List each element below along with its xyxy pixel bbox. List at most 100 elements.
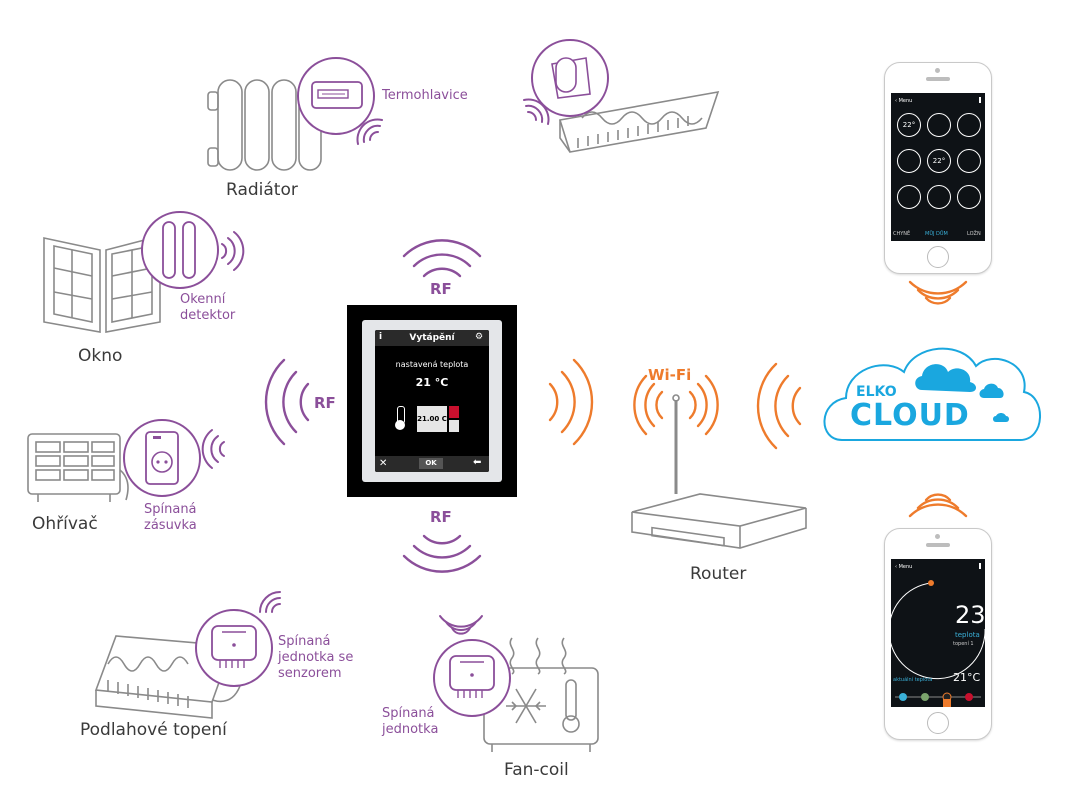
phone-dial-graphic <box>891 580 985 707</box>
elko-cloud-icon <box>823 347 1041 441</box>
router-label: Router <box>690 564 747 584</box>
mode-icon <box>921 693 929 701</box>
phone-tile[interactable]: 22° <box>927 149 951 173</box>
radiator-label: Radiátor <box>226 180 298 200</box>
rf-signal-icon <box>439 615 483 635</box>
rf-signal-icon <box>201 429 225 469</box>
phone-zone-label: topení 1 <box>953 641 974 647</box>
phone-top-tab-center[interactable]: MŮJ DŮM <box>925 231 948 237</box>
phone-tile[interactable] <box>957 185 981 209</box>
central-control-panel: Vytápění i ⚙ nastavená teplota 21 °C 21.… <box>347 305 517 497</box>
rf-wave-left-icon <box>264 358 310 446</box>
setpoint-box[interactable]: 21.00 C <box>417 406 447 432</box>
phone-bottom-menu-icon[interactable] <box>979 563 981 569</box>
camera-icon <box>935 534 940 539</box>
phone-actual-value: 21°C <box>953 671 981 684</box>
settings-icon[interactable]: ⚙ <box>475 332 484 342</box>
phone-top-back[interactable]: ‹ Menu <box>895 98 913 104</box>
wifi-wave-panel-icon <box>548 358 594 446</box>
back-arrow-icon[interactable]: ⬅ <box>473 457 482 468</box>
wifi-wave-router-cloud-icon <box>756 362 802 450</box>
thermometer-bulb-icon <box>395 420 405 430</box>
phone-temp-label: teplota <box>955 631 980 639</box>
arrow-down-icon[interactable] <box>449 420 459 432</box>
panel-title: Vytápění <box>409 333 455 343</box>
switching-unit-label-1: Spínaná <box>382 706 435 721</box>
switching-unit-icon <box>433 639 511 717</box>
smartphone-top: ‹ Menu 22°22° CHYNĚ MŮJ DŮM LOŽN <box>884 62 992 274</box>
radiator-icon <box>207 79 322 171</box>
window-icon <box>43 234 161 333</box>
wifi-router-signal-icon <box>633 374 719 436</box>
panel-title-bar <box>375 330 489 346</box>
rf-wave-top-icon <box>402 239 482 278</box>
window-detector-label-2: detektor <box>180 308 236 323</box>
phone-top-menu-icon[interactable] <box>979 97 981 103</box>
switched-socket-label-1: Spínaná <box>144 502 197 517</box>
phone-top-screen: ‹ Menu 22°22° CHYNĚ MŮJ DŮM LOŽN <box>891 93 985 241</box>
rf-label-left: RF <box>314 394 336 412</box>
phone-top-tab-left[interactable]: CHYNĚ <box>893 231 911 237</box>
phone-tile[interactable]: 22° <box>897 113 921 137</box>
arrow-up-icon[interactable] <box>449 406 459 418</box>
home-button[interactable] <box>927 246 949 268</box>
rf-signal-icon <box>356 118 383 145</box>
phone-bottom-back[interactable]: ‹ Menu <box>895 564 913 570</box>
router-icon <box>631 394 807 549</box>
thermostatic-head-label: Termohlavice <box>382 88 468 103</box>
close-icon[interactable]: ✕ <box>379 458 388 469</box>
phone-top-tab-right[interactable]: LOŽN <box>967 231 981 237</box>
rf-label-top: RF <box>430 280 452 298</box>
cloud-label-elko: ELKO <box>856 384 897 400</box>
thermostatic-head-icon <box>297 57 375 135</box>
wifi-label: Wi-Fi <box>648 366 692 384</box>
speaker-icon <box>926 77 950 81</box>
fancoil-label: Fan-coil <box>504 760 569 780</box>
ok-button[interactable]: OK <box>419 458 443 469</box>
phone-actual-label: aktuální teplota <box>893 677 933 683</box>
phone-bottom-screen: ‹ Menu 23 teplota topení 1 aktuální tepl… <box>891 559 985 707</box>
switching-unit-sensor-label-2: jednotka se <box>278 650 354 665</box>
rf-signal-icon <box>221 231 245 271</box>
info-icon[interactable]: i <box>379 332 383 342</box>
heater-label: Ohřívač <box>32 514 98 534</box>
panel-touchscreen: Vytápění i ⚙ nastavená teplota 21 °C 21.… <box>375 330 489 472</box>
rf-wave-bottom-icon <box>402 534 482 573</box>
mode-icon <box>965 693 973 701</box>
home-button[interactable] <box>927 712 949 734</box>
phone-big-temp: 23 <box>955 601 985 629</box>
switched-socket-label-2: zásuvka <box>144 518 197 533</box>
window-label: Okno <box>78 346 123 366</box>
rf-signal-icon <box>259 591 281 613</box>
switching-unit-label-2: jednotka <box>382 722 439 737</box>
rf-signal-icon <box>523 98 550 125</box>
switching-unit-sensor-icon <box>195 609 273 687</box>
wifi-wave-cloud-top-icon <box>908 280 968 305</box>
rf-label-bottom: RF <box>430 508 452 526</box>
phone-tile[interactable] <box>957 113 981 137</box>
wifi-wave-cloud-bottom-icon <box>908 493 968 518</box>
phone-tile[interactable] <box>957 149 981 173</box>
phone-tile[interactable] <box>927 185 951 209</box>
switching-unit-sensor-label-3: senzorem <box>278 666 342 681</box>
window-detector-label-1: Okenní <box>180 292 226 307</box>
phone-tile[interactable] <box>927 113 951 137</box>
speaker-icon <box>926 543 950 547</box>
phone-tile[interactable] <box>897 185 921 209</box>
underfloor-mat-icon <box>558 90 720 153</box>
panel-temp-value: 21 °C <box>415 376 449 389</box>
smartphone-bottom: ‹ Menu 23 teplota topení 1 aktuální tepl… <box>884 528 992 740</box>
cloud-label-cloud: CLOUD <box>850 398 970 433</box>
camera-icon <box>935 68 940 73</box>
thermostatic-head-top-icon <box>531 39 609 117</box>
dial-handle-icon <box>928 580 934 586</box>
switched-socket-icon <box>123 419 201 497</box>
heater-icon <box>27 433 129 502</box>
phone-tile[interactable] <box>897 149 921 173</box>
mode-icon <box>899 693 907 701</box>
fancoil-icon <box>483 637 599 752</box>
panel-setpoint-label: nastavená teplota <box>395 360 469 369</box>
window-detector-icon <box>141 211 219 289</box>
